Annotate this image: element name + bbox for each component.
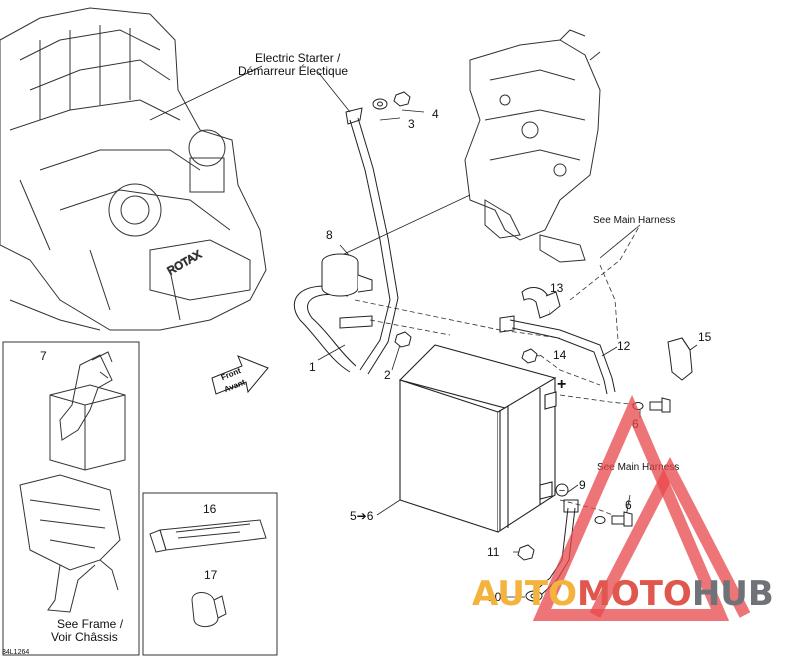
part-number-15: 15 xyxy=(698,330,712,344)
frame-bracket-illustration xyxy=(464,29,601,263)
part-number-4: 4 xyxy=(432,107,439,121)
starter-cable xyxy=(293,107,399,375)
see-frame-label-fr: Voir Châssis xyxy=(51,630,118,644)
front-direction-arrow xyxy=(211,355,269,395)
inset-battery-holder xyxy=(2,341,140,656)
nut-2 xyxy=(394,331,412,348)
part-number-11: 11 xyxy=(487,545,500,559)
washer-and-nut xyxy=(372,91,411,110)
terminal-boot-13 xyxy=(521,287,561,319)
terminal-cap-15 xyxy=(667,337,693,381)
part-number-5-6: 5➔6 xyxy=(350,509,374,523)
starter-solenoid xyxy=(321,253,373,297)
part-number-16: 16 xyxy=(203,502,217,516)
part-number-14: 14 xyxy=(553,348,567,362)
part-number-17: 17 xyxy=(204,568,218,582)
watermark-triangle-logo xyxy=(532,394,751,621)
drawing-code: 34L1264 xyxy=(2,649,30,656)
electric-starter-label-en: Electric Starter / xyxy=(255,51,341,65)
battery xyxy=(398,344,557,533)
see-main-harness-bottom-label: See Main Harness xyxy=(597,462,680,473)
plus-terminal-symbol: + xyxy=(557,376,567,393)
part-number-6-lower: 6 xyxy=(625,498,632,512)
part-number-7: 7 xyxy=(40,349,47,363)
part-number-2: 2 xyxy=(384,368,391,382)
nut-14 xyxy=(521,348,538,364)
see-frame-label-en: See Frame / xyxy=(57,617,124,631)
part-number-1: 1 xyxy=(309,360,316,374)
part-number-13: 13 xyxy=(550,281,564,295)
svg-text:ROTAX: ROTAX xyxy=(166,248,205,277)
part-number-12: 12 xyxy=(617,339,631,353)
part-number-9: 9 xyxy=(579,478,586,492)
electric-starter-label-fr: Démarreur Électique xyxy=(238,64,349,78)
see-main-harness-top-label: See Main Harness xyxy=(593,215,676,226)
part-number-10: 10 xyxy=(488,590,502,604)
watermark-hub: HUB xyxy=(691,574,774,614)
inset-accessories xyxy=(142,492,278,656)
bolt-6-upper xyxy=(632,397,671,413)
part-number-3: 3 xyxy=(408,117,415,131)
watermark-logo-text: AUTOMOTOHUB xyxy=(472,574,774,614)
watermark-moto: MOTO xyxy=(576,574,692,614)
minus-terminal-symbol: − xyxy=(559,485,565,497)
engine-illustration: ROTAX xyxy=(0,7,267,331)
negative-hardware xyxy=(517,483,633,602)
part-number-8: 8 xyxy=(326,228,333,242)
positive-cable xyxy=(499,315,616,395)
watermark-auto: AUTO xyxy=(472,574,577,614)
